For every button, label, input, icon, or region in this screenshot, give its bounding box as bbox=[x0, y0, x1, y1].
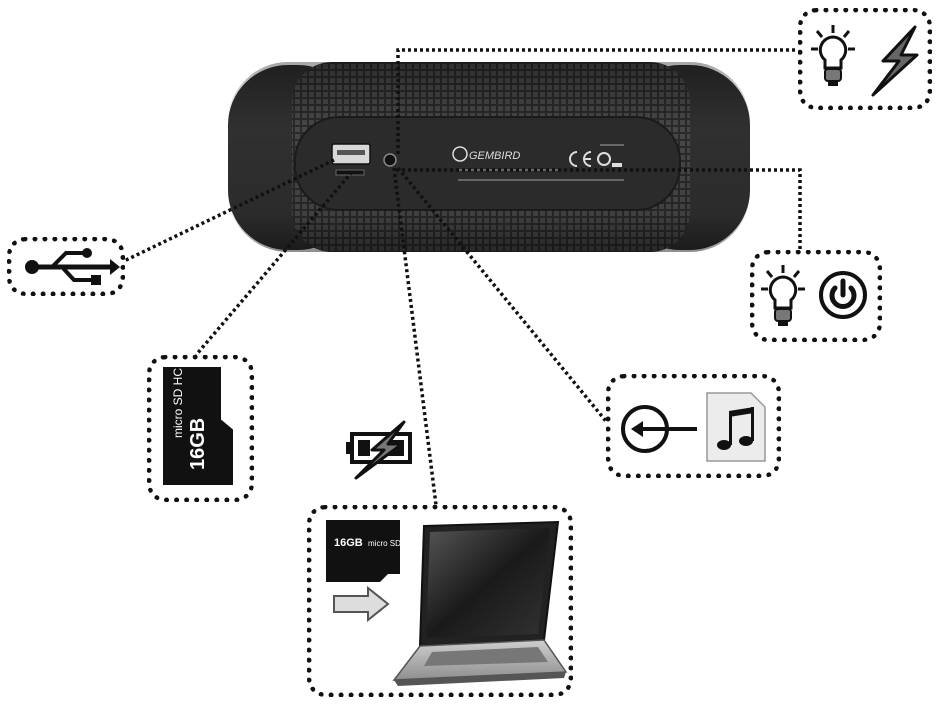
brand-name: GEMBIRD bbox=[469, 150, 520, 162]
charge-led-callout bbox=[798, 8, 932, 110]
weee-icon bbox=[612, 163, 622, 167]
power-icon bbox=[819, 271, 867, 319]
aux-input bbox=[383, 153, 397, 167]
card-capacity-label: 16GB bbox=[334, 537, 363, 549]
microsd-card-icon: 16GB micro SD HC bbox=[163, 367, 233, 485]
aux-callout bbox=[606, 374, 781, 478]
line-microsd bbox=[194, 170, 354, 357]
microsd-callout: 16GB micro SD HC bbox=[147, 355, 254, 502]
line-charge-led bbox=[396, 48, 800, 154]
battery-charging-icon bbox=[346, 420, 412, 480]
arrow-right-icon bbox=[333, 585, 390, 623]
speaker: GEMBIRD bbox=[228, 62, 750, 252]
lightning-icon bbox=[871, 25, 919, 97]
music-note-icon bbox=[706, 392, 766, 462]
line-laptop bbox=[392, 167, 438, 506]
card-brand-label: micro SD HC bbox=[368, 539, 415, 548]
usb-icon bbox=[25, 248, 120, 285]
control-panel bbox=[294, 116, 681, 211]
card-capacity-label: 16GB bbox=[187, 418, 209, 470]
line-power-led bbox=[396, 168, 802, 250]
line-in-icon bbox=[621, 405, 697, 453]
card-brand-label: micro SD HC bbox=[171, 368, 185, 438]
connector-lines bbox=[121, 48, 802, 506]
usb-callout bbox=[7, 237, 125, 296]
laptop-callout: 16GB micro SD HC bbox=[307, 505, 573, 697]
microsd-card-icon: 16GB micro SD HC bbox=[326, 520, 415, 582]
bulb-icon bbox=[811, 25, 855, 86]
line-aux bbox=[396, 166, 612, 428]
brand-logo: GEMBIRD bbox=[452, 146, 520, 162]
ce-mark-icon bbox=[569, 151, 611, 167]
laptop-icon bbox=[392, 520, 568, 686]
bulb-icon bbox=[761, 265, 805, 326]
power-led-callout bbox=[750, 250, 882, 342]
